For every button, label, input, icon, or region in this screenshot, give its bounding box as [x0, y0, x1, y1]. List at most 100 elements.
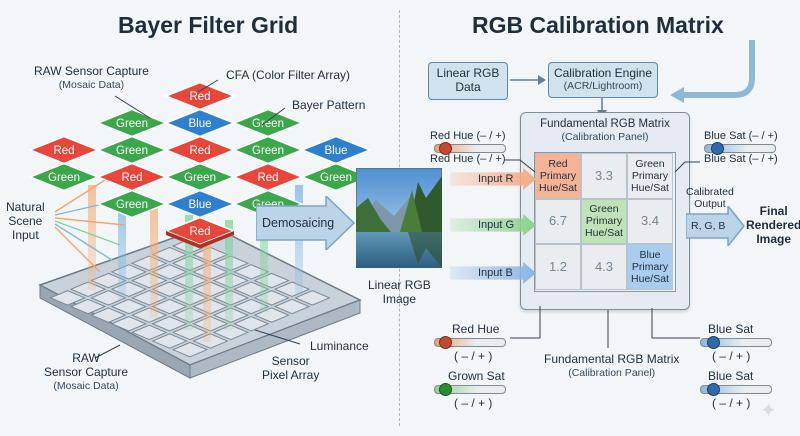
red-hue-bottom-slider[interactable] [434, 336, 506, 349]
mosaic-tile-label: Green [116, 118, 148, 130]
input-b-label: Input B [478, 267, 513, 279]
blue-sat-bottom-knob-2[interactable] [707, 383, 720, 396]
bottom-matrix-sub: (Calibration Panel) [568, 367, 656, 379]
sensor-pixel [171, 341, 209, 358]
sensor-pixel [151, 316, 188, 332]
mosaic-tile-label: Blue [188, 118, 211, 130]
input-g-label: Input G [478, 219, 515, 231]
red-hue-bottom-knob[interactable] [439, 336, 452, 349]
mosaic-tile-label: Red [53, 145, 74, 157]
mosaic-tile-label: Green [116, 145, 148, 157]
matrix-cell-0-1[interactable]: 3.3 [581, 153, 627, 199]
linear-rgb-data-box: Linear RGB Data [428, 62, 508, 100]
raw-sensor-top-text: RAW Sensor Capture [34, 64, 149, 78]
input-g-arrow: Input G [450, 214, 536, 236]
blue-sat-bottom-slider-2[interactable] [700, 383, 772, 396]
mosaic-tile-label: Green [184, 172, 216, 184]
blue-sat-top-knob[interactable] [711, 142, 724, 155]
sensor-pixel-array-line1: Sensor [271, 354, 310, 368]
grown-sat-label: Grown Sat [448, 369, 505, 383]
matrix-cell-0-0[interactable]: Red Primary Hue/Sat [535, 153, 581, 199]
red-hue-top-knob[interactable] [439, 142, 452, 155]
red-hue-bottom-label: Red Hue [452, 322, 500, 336]
sensor-pixel [273, 298, 311, 315]
red-hue-top-label: Red Hue (– / +) [430, 130, 506, 142]
mosaic-tile-label: Green [252, 118, 284, 130]
mosaic-tile-label: Red [189, 145, 210, 157]
bottom-matrix-title: Fundamental RGB Matrix [544, 352, 680, 366]
mosaic-tile-label: Red [257, 172, 278, 184]
mosaic-tile-label: Green [252, 145, 284, 157]
mosaic-tile-label: Green [48, 172, 80, 184]
matrix-cell-1-1[interactable]: Green Primary Hue/Sat [581, 198, 627, 244]
matrix-cell-2-2[interactable]: Blue Primary Hue/Sat [627, 244, 673, 290]
raw-sensor-top-label: RAW Sensor Capture (Mosaic Data) [34, 64, 149, 92]
mosaic-tile-label: Red [189, 226, 210, 238]
matrix-cell-1-0[interactable]: 6.7 [535, 198, 581, 244]
blue-sat-bottom-slider-1[interactable] [700, 336, 772, 349]
blue-sat-bottom-pm-1: ( – / + ) [712, 349, 751, 363]
grown-sat-slider[interactable] [434, 383, 506, 396]
raw-sensor-bottom-line2: Sensor Capture [44, 365, 129, 379]
mosaic-tile-label: Blue [324, 145, 347, 157]
sensor-pixel [69, 298, 107, 315]
left-title: Bayer Filter Grid [118, 12, 299, 38]
matrix-cell-2-0[interactable]: 1.2 [535, 244, 581, 290]
sensor-pixel-array-line2: Pixel Array [262, 368, 320, 382]
rgb-out-label: R, G, B [691, 220, 726, 232]
blue-sat-top-slider[interactable] [704, 142, 776, 155]
demosaicing-label: Demosaicing [262, 216, 335, 230]
grown-sat-knob[interactable] [439, 383, 452, 396]
input-r-arrow: Input R [450, 168, 536, 190]
matrix-cell-1-2[interactable]: 3.4 [627, 198, 673, 244]
raw-sensor-bottom-line1: RAW [72, 351, 100, 365]
raw-sensor-bottom-sub: (Mosaic Data) [53, 380, 119, 392]
sensor-pixel [171, 324, 209, 341]
calibrated-output-line1: Calibrated [686, 186, 734, 198]
calibration-engine-sub: (ACR/Lightroom) [563, 80, 643, 92]
mosaic-tile-label: Blue [188, 199, 211, 211]
raw-sensor-bottom-label: RAW Sensor Capture (Mosaic Data) [44, 351, 128, 393]
calibration-engine-title: Calibration Engine [553, 66, 653, 80]
matrix-title: Fundamental RGB Matrix [540, 118, 670, 130]
calibrated-output-line2: Output [694, 198, 726, 210]
sensor-pixel [110, 298, 148, 315]
scene-rays [54, 179, 126, 273]
bottom-matrix-label: Fundamental RGB Matrix (Calibration Pane… [544, 352, 679, 380]
linear-rgb-image-label: Linear RGB Image [368, 278, 431, 306]
sensor-pixel [151, 246, 188, 263]
blue-sat-bottom-knob-1[interactable] [707, 336, 720, 349]
mosaic-tile-label: Red [189, 91, 210, 103]
top-connectors [510, 40, 755, 118]
red-hue-bottom-pm: ( – / + ) [454, 349, 493, 363]
sensor-pixel [130, 324, 168, 341]
raw-sensor-top-sub: (Mosaic Data) [58, 79, 125, 91]
blue-sat-bottom-pm-2: ( – / + ) [712, 396, 751, 410]
blue-sat-bottom-label-1: Blue Sat [708, 322, 754, 336]
right-title: RGB Calibration Matrix [472, 12, 724, 38]
red-hue-top-slider[interactable] [434, 142, 506, 155]
grown-sat-pm: ( – / + ) [454, 396, 493, 410]
final-rendered-line1: Final [759, 204, 788, 218]
sensor-pixel [90, 307, 127, 323]
luminance-label: Luminance [310, 339, 369, 353]
sensor-pixel-array-label: Sensor Pixel Array [262, 354, 319, 382]
mosaic-tile-label: Green [116, 199, 148, 211]
output-arrow [686, 206, 745, 246]
matrix-cell-0-2[interactable]: Green Primary Hue/Sat [627, 153, 673, 199]
sensor-pixel [151, 264, 188, 280]
matrix-cell-2-1[interactable]: 4.3 [581, 244, 627, 290]
linear-rgb-image-line2: Image [382, 292, 417, 306]
linear-rgb-data-line2: Data [455, 80, 481, 94]
final-rendered-label: Final Rendered Image [746, 204, 800, 246]
blue-sat-top-label: Blue Sat (– / +) [704, 130, 778, 142]
sensor-pixel [151, 333, 188, 349]
sensor-pixel [151, 281, 188, 297]
calibrated-output-label: Calibrated Output [686, 186, 734, 210]
blue-sat-bottom-label-2: Blue Sat [708, 369, 754, 383]
sensor-pixel [110, 316, 148, 332]
natural-scene-line3: Input [11, 228, 39, 242]
final-rendered-line3: Image [756, 232, 792, 246]
